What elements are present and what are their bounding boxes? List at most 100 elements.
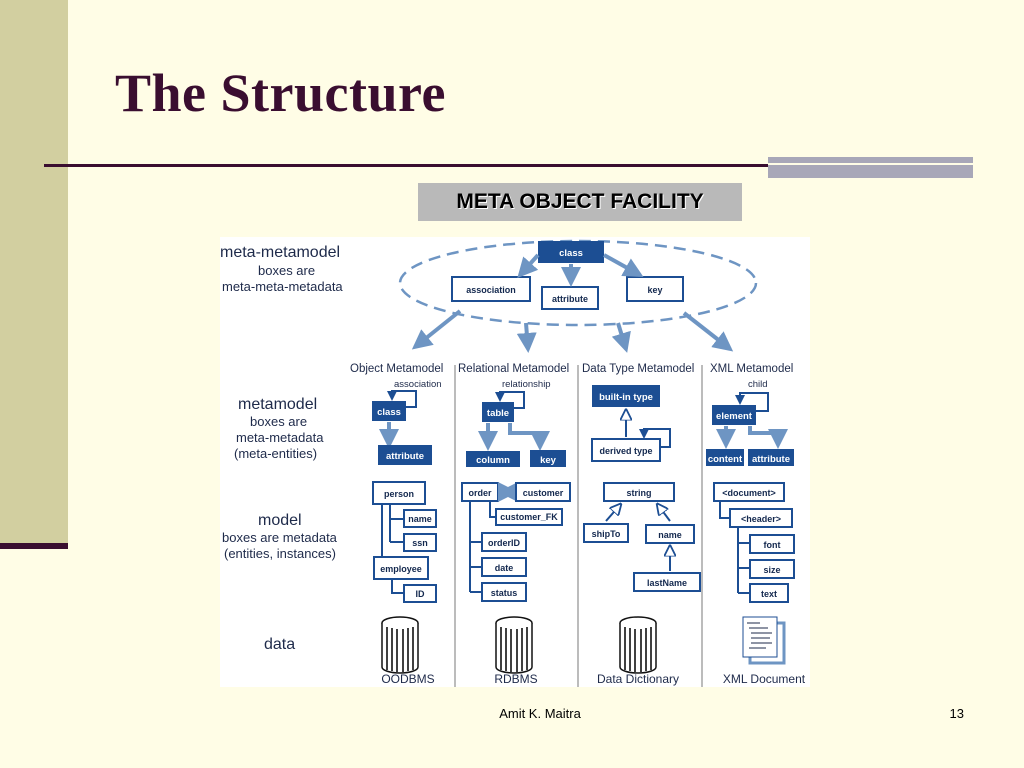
left-accent-band (0, 0, 68, 548)
relational-key-box (530, 450, 566, 467)
object-employee-tree (391, 579, 404, 594)
mm-class-label: class (559, 248, 583, 259)
relational-customer-tree (469, 501, 496, 593)
xml-metamodel-title: XML Metamodel (710, 363, 793, 375)
relational-date-box (481, 557, 527, 577)
datatype-derived-box (591, 438, 661, 462)
mof-diagram-svg: meta-metamodel boxes are meta-meta-metad… (220, 239, 806, 687)
level-label-meta-metamodel-2: boxes are (258, 263, 315, 278)
title-rule (44, 164, 814, 167)
relational-status-box (481, 582, 527, 602)
relational-customer-box (515, 482, 571, 502)
relational-table-label: table (487, 408, 509, 419)
xml-self-loop (735, 392, 769, 412)
xml-header-tree (737, 527, 750, 594)
footer-author: Amit K. Maitra (499, 706, 581, 721)
relational-customer-fk-label: customer_FK (500, 512, 558, 522)
relational-self-loop (495, 391, 525, 409)
xml-text-label: text (761, 589, 777, 599)
relational-orderid-box (481, 532, 527, 552)
level-label-meta-metamodel-3: meta-meta-metadata (222, 279, 343, 294)
object-attribute-label: attribute (386, 451, 424, 462)
object-self-loop (387, 390, 417, 408)
level-label-model: model (258, 512, 302, 529)
level-label-metamodel: metamodel (238, 396, 317, 413)
object-employee-box (373, 556, 429, 580)
xml-text-box (749, 583, 789, 603)
relational-status-label: status (491, 588, 518, 598)
mm-arrow-association (517, 253, 540, 278)
mm-attribute-label: attribute (552, 294, 588, 304)
object-ssn-label: ssn (412, 538, 428, 548)
xml-content-label: content (708, 454, 743, 465)
xml-document-store-label: XML Document (723, 672, 806, 686)
object-id-label: ID (416, 589, 426, 599)
xml-font-label: font (764, 540, 781, 550)
level-label-meta-metamodel: meta-metamodel (220, 244, 340, 261)
datatype-name-label: name (658, 530, 682, 540)
object-person-tree (381, 504, 404, 567)
relational-column-label: column (476, 455, 510, 466)
mm-key-box (626, 276, 684, 302)
xml-document-tree (719, 501, 730, 519)
xml-element-box (712, 405, 756, 425)
relational-key-label: key (540, 455, 557, 466)
object-person-box (372, 481, 426, 505)
mof-diagram: meta-metamodel boxes are meta-meta-metad… (220, 237, 810, 687)
object-name-label: name (408, 514, 432, 524)
mm-key-label: key (647, 285, 662, 295)
xml-document-box (713, 482, 785, 502)
arrow-to-object (411, 309, 462, 350)
relational-column-box (466, 451, 520, 467)
object-ssn-box (403, 533, 437, 552)
relational-customer-label: customer (523, 488, 564, 498)
mm-association-label: association (466, 285, 516, 295)
page-number: 13 (949, 706, 964, 721)
xml-size-label: size (763, 565, 780, 575)
object-association-label: association (394, 379, 442, 390)
object-id-box (403, 584, 437, 603)
xml-content-box (706, 449, 744, 466)
datatype-string-label: string (626, 488, 651, 498)
xml-header-label: <header> (741, 514, 781, 524)
xml-attribute-label: attribute (752, 454, 790, 465)
relational-order-label: order (468, 488, 492, 498)
datatype-lastname-label: lastName (647, 578, 687, 588)
xml-child-label: child (748, 379, 768, 390)
level-label-metamodel-3: meta-metadata (236, 430, 324, 445)
relational-customer-fk-box (495, 508, 563, 526)
xml-document-icon (742, 616, 786, 665)
relational-table-to-key (508, 423, 550, 451)
level-label-model-2: boxes are metadata (222, 530, 338, 545)
xml-header-box (729, 508, 793, 528)
xml-document-label: <document> (722, 488, 776, 498)
xml-size-box (749, 559, 795, 579)
datatype-lastname-box (633, 572, 701, 592)
relational-relationship-label: relationship (502, 379, 551, 390)
arrow-to-xml (682, 311, 734, 352)
title-rule-accent (768, 157, 973, 178)
oodbms-label: OODBMS (381, 672, 434, 686)
mm-association-box (451, 276, 531, 302)
object-name-box (403, 509, 437, 528)
datatype-name-box (645, 524, 695, 544)
relational-date-label: date (495, 563, 514, 573)
xml-font-box (749, 534, 795, 554)
meta-object-facility-badge: META OBJECT FACILITY (418, 183, 742, 221)
left-accent-band-edge (0, 543, 68, 549)
object-attribute-box (378, 445, 432, 465)
object-class-box (372, 401, 406, 421)
level-label-metamodel-4: (meta-entities) (234, 446, 317, 461)
mm-class-box (538, 241, 604, 263)
datatype-self-loop (639, 428, 671, 448)
relational-table-box (482, 402, 514, 422)
datatype-string-box (603, 482, 675, 502)
datatype-builtin-box (592, 385, 660, 407)
meta-meta-ellipse (398, 239, 758, 327)
xml-attribute-box (748, 449, 794, 466)
rdbms-cylinder-icon (495, 616, 533, 674)
relational-metamodel-title: Relational Metamodel (458, 363, 569, 375)
datatype-derived-label: derived type (599, 446, 652, 456)
xml-element-label: element (716, 411, 753, 422)
object-class-label: class (377, 407, 401, 418)
